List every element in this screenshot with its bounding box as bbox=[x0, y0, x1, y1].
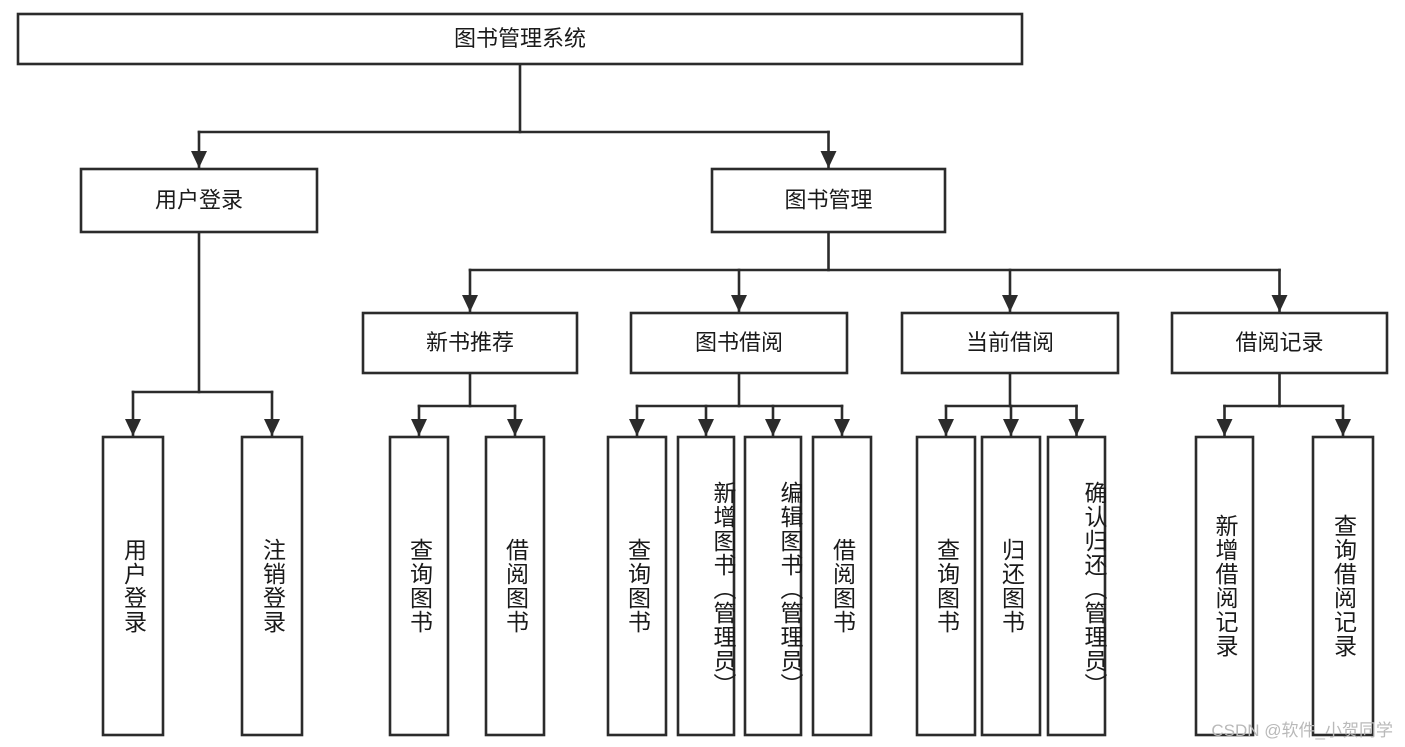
node-borrow-record[interactable]: 借阅记录 bbox=[1170, 311, 1389, 375]
arrow-head-icon bbox=[1003, 419, 1019, 436]
node-box bbox=[743, 435, 803, 737]
node-label: 当前借阅 bbox=[966, 330, 1054, 355]
node-leaf-return-book[interactable] bbox=[980, 435, 1042, 737]
node-box bbox=[900, 311, 1120, 375]
node-leaf-query-book-cur[interactable] bbox=[915, 435, 977, 737]
arrow-head-icon bbox=[1335, 419, 1351, 436]
arrow-head-icon bbox=[507, 419, 523, 436]
connector-layer bbox=[125, 62, 1351, 437]
node-user-login[interactable]: 用户登录 bbox=[79, 167, 319, 234]
arrow-head-icon bbox=[1271, 295, 1288, 312]
node-box bbox=[1311, 435, 1375, 737]
node-box bbox=[16, 12, 1024, 66]
arrow-head-icon bbox=[191, 151, 207, 168]
arrow-head-icon bbox=[834, 419, 850, 436]
node-box bbox=[388, 435, 450, 737]
node-box bbox=[811, 435, 873, 737]
node-leaf-confirm-return[interactable] bbox=[1046, 435, 1107, 737]
arrow-head-icon bbox=[462, 295, 478, 312]
node-box bbox=[1194, 435, 1255, 737]
node-label: 新书推荐 bbox=[426, 330, 514, 355]
arrow-head-icon bbox=[125, 419, 141, 436]
node-box bbox=[1046, 435, 1107, 737]
node-leaf-logout[interactable] bbox=[240, 435, 304, 737]
node-root[interactable]: 图书管理系统 bbox=[16, 12, 1024, 66]
node-label: 借阅记录 bbox=[1235, 330, 1323, 355]
node-label: 用户登录 bbox=[155, 187, 243, 212]
arrow-head-icon bbox=[820, 151, 837, 168]
arrow-head-icon bbox=[731, 295, 747, 312]
node-box bbox=[361, 311, 579, 375]
node-book-borrow[interactable]: 图书借阅 bbox=[629, 311, 849, 375]
node-box bbox=[629, 311, 849, 375]
arrow-head-icon bbox=[411, 419, 427, 436]
node-box bbox=[915, 435, 977, 737]
arrow-head-icon bbox=[264, 419, 280, 436]
node-box bbox=[676, 435, 736, 737]
node-leaf-user-login[interactable] bbox=[101, 435, 165, 737]
node-label: 图书借阅 bbox=[695, 330, 783, 355]
arrow-head-icon bbox=[1216, 419, 1233, 436]
node-leaf-query-record[interactable] bbox=[1311, 435, 1375, 737]
node-box bbox=[240, 435, 304, 737]
node-leaf-add-record[interactable] bbox=[1194, 435, 1255, 737]
arrow-head-icon bbox=[1068, 419, 1085, 436]
node-leaf-borrow-book[interactable] bbox=[811, 435, 873, 737]
node-current-borrow[interactable]: 当前借阅 bbox=[900, 311, 1120, 375]
node-box bbox=[710, 167, 947, 234]
node-box bbox=[606, 435, 668, 737]
arrow-head-icon bbox=[938, 419, 954, 436]
node-label: 图书管理系统 bbox=[454, 26, 586, 51]
node-box bbox=[980, 435, 1042, 737]
node-leaf-borrow-book-rec[interactable] bbox=[484, 435, 546, 737]
node-box bbox=[79, 167, 319, 234]
arrow-head-icon bbox=[765, 419, 781, 436]
node-box bbox=[101, 435, 165, 737]
node-box bbox=[1170, 311, 1389, 375]
node-leaf-edit-book[interactable] bbox=[743, 435, 803, 737]
node-leaf-add-book[interactable] bbox=[676, 435, 736, 737]
node-leaf-query-book-rec[interactable] bbox=[388, 435, 450, 737]
node-box bbox=[484, 435, 546, 737]
arrow-head-icon bbox=[1002, 295, 1018, 312]
node-label: 图书管理 bbox=[784, 187, 872, 212]
node-leaf-query-book-borrow[interactable] bbox=[606, 435, 668, 737]
arrow-head-icon bbox=[698, 419, 714, 436]
node-book-manage[interactable]: 图书管理 bbox=[710, 167, 947, 234]
arrow-head-icon bbox=[629, 419, 645, 436]
node-new-book-rec[interactable]: 新书推荐 bbox=[361, 311, 579, 375]
